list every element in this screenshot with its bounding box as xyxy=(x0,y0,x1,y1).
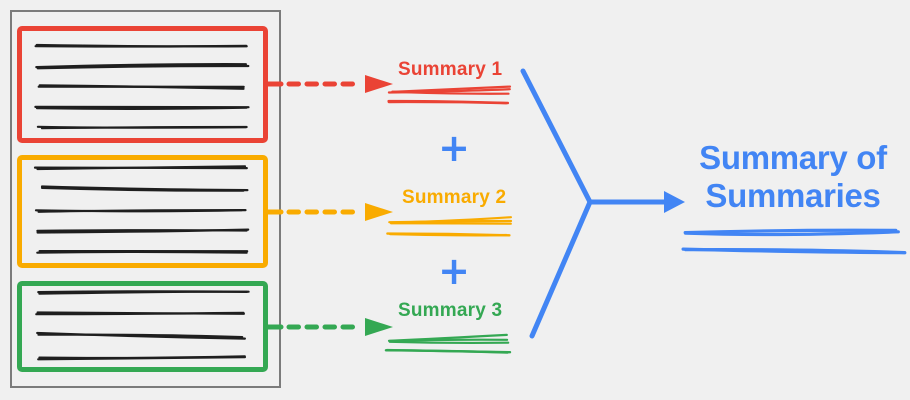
stroke xyxy=(388,338,509,343)
dashed-arrow-1 xyxy=(263,75,393,93)
merge-line-bottom xyxy=(529,199,593,339)
stroke xyxy=(683,228,898,235)
stroke xyxy=(388,219,513,224)
stroke xyxy=(681,247,907,255)
stroke xyxy=(388,340,510,345)
arrowhead-icon xyxy=(365,203,393,221)
summary-1-label: Summary 1 xyxy=(398,59,503,80)
summary-1-scribble xyxy=(387,85,512,105)
dashed-arrow-3 xyxy=(263,318,393,336)
stroke xyxy=(387,100,508,105)
result-title-line-2: Summaries xyxy=(705,177,881,214)
plus-operator-1: + xyxy=(438,126,470,170)
stroke xyxy=(386,232,511,237)
summary-3-label: Summary 3 xyxy=(398,300,503,321)
stroke xyxy=(389,216,512,224)
stroke xyxy=(389,232,508,237)
result-title: Summary of Summaries xyxy=(678,139,908,215)
document-chunk-1 xyxy=(17,26,268,143)
dashed-arrow-2 xyxy=(263,203,393,221)
arrowhead-icon xyxy=(365,75,393,93)
summary-2-label: Summary 2 xyxy=(402,187,507,208)
plus-operator-2: + xyxy=(438,249,470,293)
source-document xyxy=(10,10,281,388)
stroke xyxy=(391,85,512,93)
document-chunk-2 xyxy=(17,155,268,268)
summary-2-scribble xyxy=(386,216,513,237)
stroke xyxy=(387,99,510,105)
result-scribble xyxy=(681,228,907,255)
stroke xyxy=(391,90,510,95)
merge-arrow xyxy=(520,68,685,339)
merge-line-top xyxy=(520,68,593,205)
stroke xyxy=(387,88,511,94)
stroke xyxy=(683,230,900,237)
stroke xyxy=(684,248,907,255)
document-chunk-3 xyxy=(17,281,268,372)
stroke xyxy=(385,348,512,354)
result-title-line-1: Summary of xyxy=(699,139,887,176)
stroke xyxy=(387,333,508,342)
summary-3-scribble xyxy=(384,333,512,354)
stroke xyxy=(384,349,509,354)
arrowhead-icon xyxy=(365,318,393,336)
